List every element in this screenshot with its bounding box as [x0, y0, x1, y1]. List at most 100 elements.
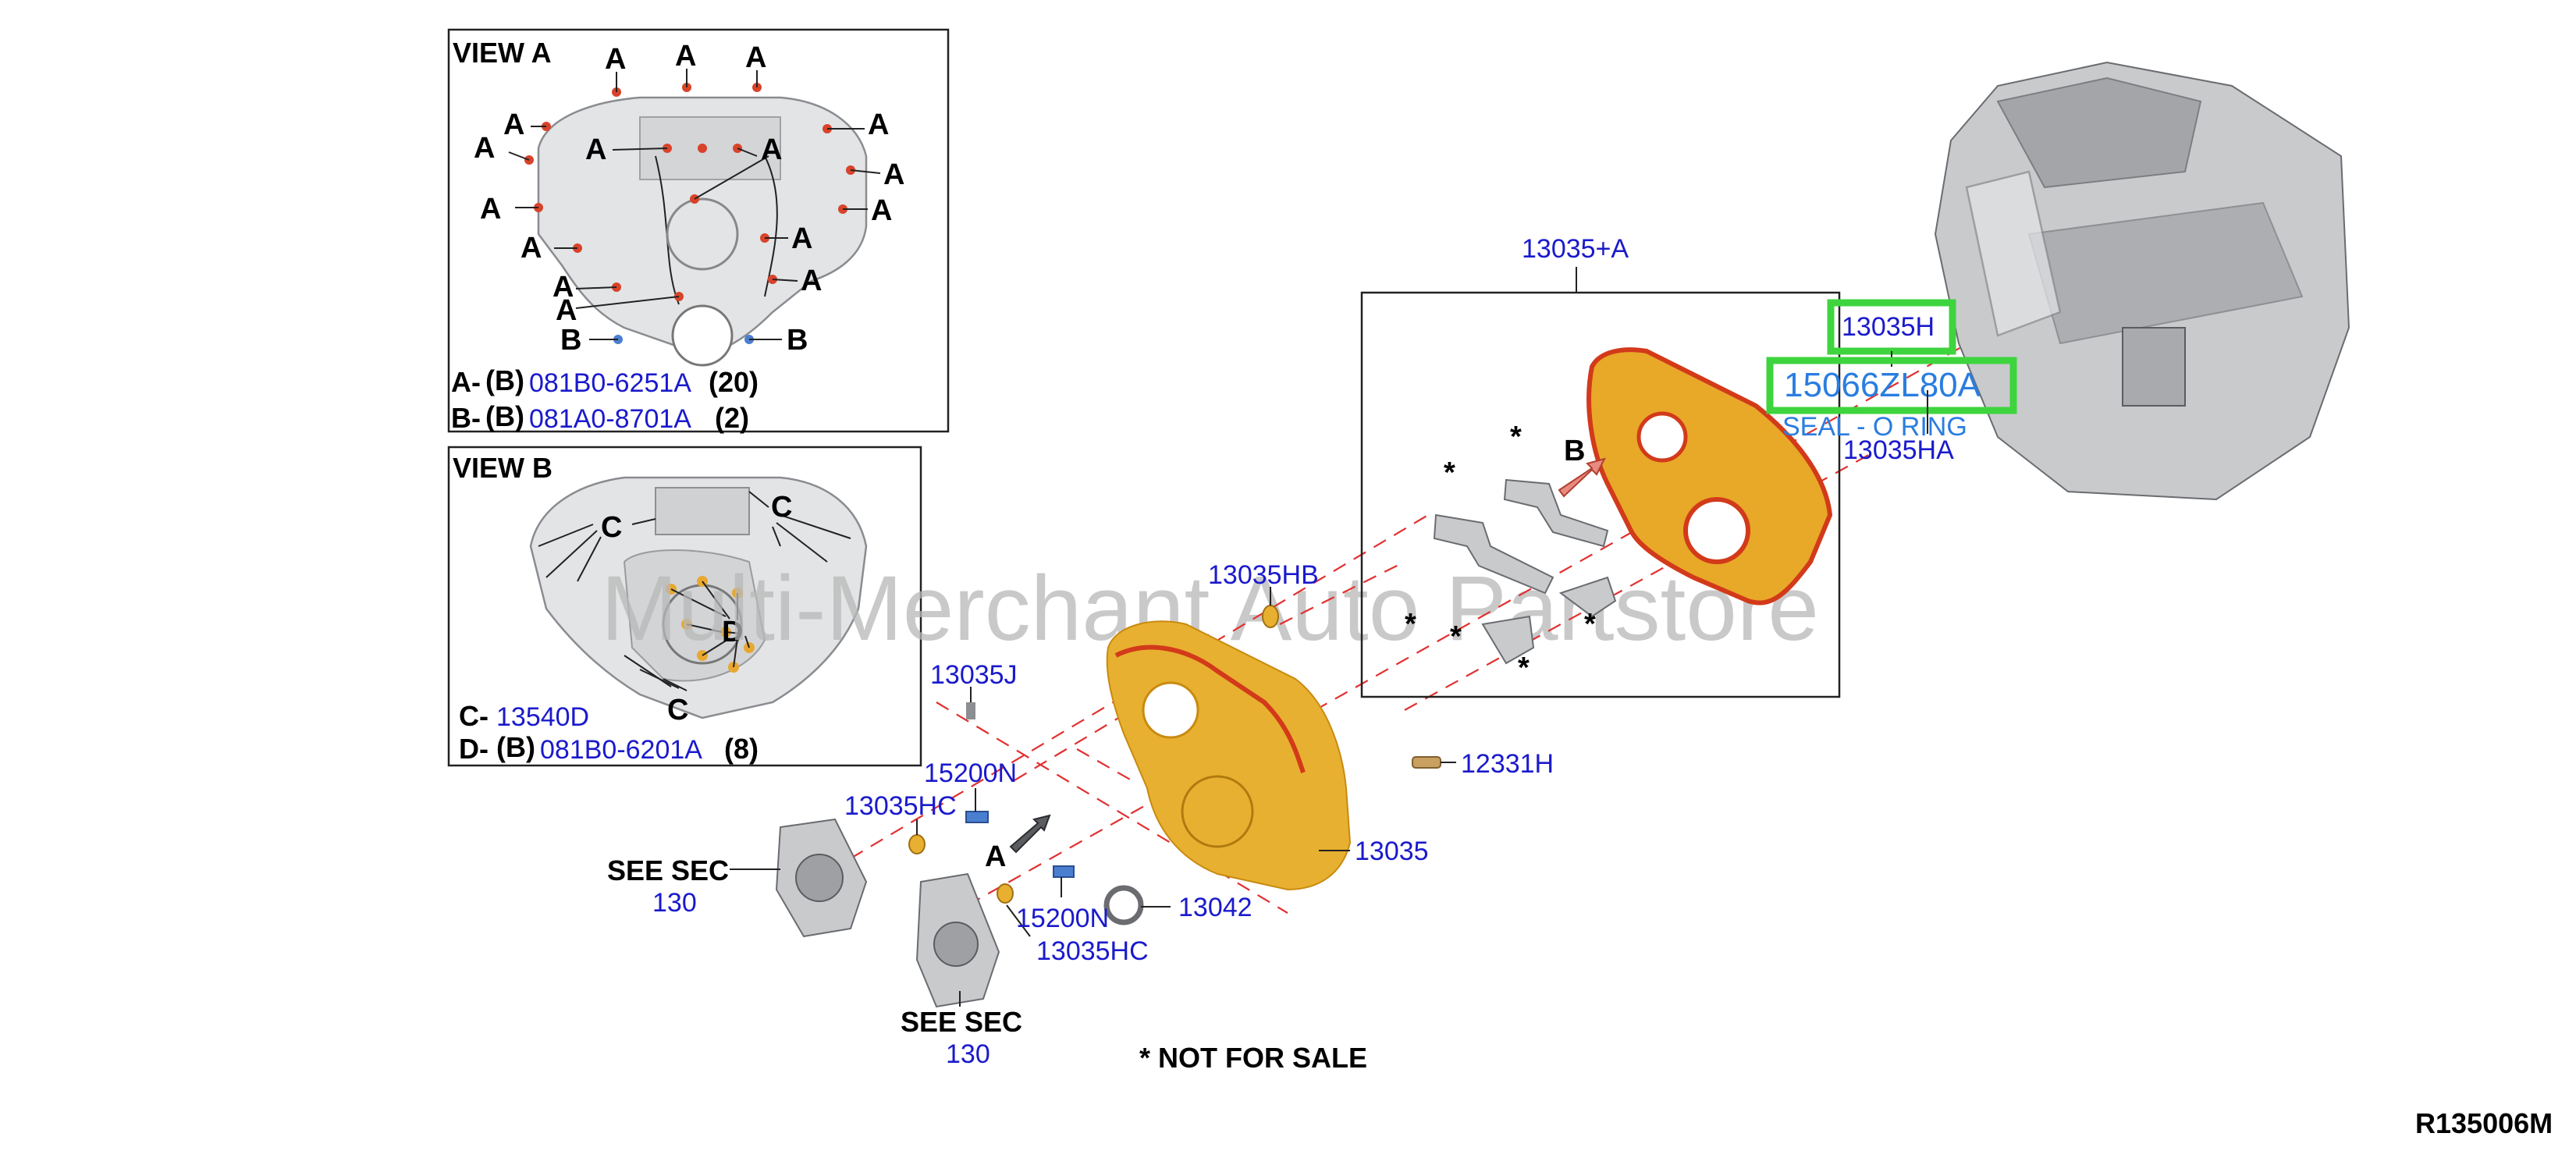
- part-link-15066zl80a[interactable]: 15066ZL80A: [1784, 366, 1981, 404]
- star-marker: *: [1444, 456, 1455, 489]
- view-a-leaders: [508, 69, 881, 340]
- legend-key: D-: [459, 733, 489, 765]
- view-a-title: VIEW A: [453, 37, 552, 69]
- part-link-13035j[interactable]: 13035J: [930, 660, 1018, 690]
- part-link-13035[interactable]: 13035: [1355, 837, 1429, 866]
- bracket-illustration: [1558, 576, 1617, 618]
- see-sec-label: SEE SEC: [901, 1006, 1022, 1038]
- callout-b: B: [787, 324, 808, 357]
- legend-tag: (B): [496, 731, 535, 763]
- part-description-seal-o-ring: SEAL - O RING: [1782, 412, 1967, 442]
- see-section-labels: SEE SEC 130 SEE SEC 130: [607, 854, 1022, 1069]
- view-b-title: VIEW B: [453, 452, 553, 484]
- callout-a: A: [985, 840, 1006, 873]
- view-a-frame: [447, 28, 950, 433]
- inset-frame: [1360, 291, 1841, 698]
- callout-a: A: [474, 132, 495, 165]
- callout-a: A: [553, 271, 574, 304]
- arrow-b-icon: [1558, 457, 1606, 498]
- section-link-130[interactable]: 130: [946, 1039, 990, 1069]
- diagram-reference-code: R135006M: [2415, 1107, 2553, 1139]
- legend-qty: (8): [724, 733, 759, 765]
- callout-a: A: [761, 133, 782, 166]
- view-a-legend: A- (B) 081B0-6251A (20) B- (B) 081A0-870…: [451, 364, 759, 434]
- view-b-panel: VIEW B C C D C C- 13540D: [447, 446, 922, 767]
- callout-a: A: [675, 40, 696, 73]
- view-b-leaders: [538, 491, 851, 691]
- plug-13035hc-illustration: [997, 883, 1014, 904]
- part-link-13035h[interactable]: 13035H: [1842, 312, 1935, 342]
- callout-c: C: [601, 511, 622, 544]
- legend-tag: (B): [485, 400, 524, 432]
- legend-key: A-: [451, 366, 481, 398]
- front-timing-cover-illustration: [1106, 620, 1352, 891]
- bracket-illustration: [1433, 513, 1554, 595]
- bracket-illustration: [1503, 478, 1609, 548]
- view-b-callout-letters: C C D C: [601, 491, 792, 726]
- legend-key: B-: [451, 402, 481, 434]
- view-b-legend: C- 13540D D- (B) 081B0-6201A (8): [459, 700, 759, 765]
- part-link-081b0-6251a[interactable]: 081B0-6251A: [529, 368, 691, 398]
- engine-block-illustration: [1934, 61, 2350, 501]
- callout-c: C: [771, 491, 792, 524]
- star-marker: *: [1405, 608, 1416, 641]
- part-link-13042[interactable]: 13042: [1178, 893, 1252, 922]
- callout-a: A: [556, 294, 577, 327]
- callout-a: A: [585, 133, 606, 166]
- callout-d: D: [722, 616, 743, 648]
- dowel-13035j-illustration: [966, 702, 975, 719]
- bracket-illustration: [1481, 615, 1535, 665]
- part-link-13035hc[interactable]: 13035HC: [844, 791, 957, 821]
- part-link-081a0-8701a[interactable]: 081A0-8701A: [529, 404, 691, 434]
- callout-a: A: [480, 193, 501, 226]
- view-b-frame: [447, 446, 922, 767]
- callout-a: A: [791, 222, 812, 255]
- not-for-sale-note: * NOT FOR SALE: [1139, 1042, 1367, 1074]
- callout-a: A: [868, 108, 889, 141]
- callout-a: A: [801, 265, 822, 297]
- inset-panel-13035-plus-a: 13035+A B * * * * * *: [1360, 234, 1841, 698]
- callout-a: A: [871, 194, 892, 227]
- legend-key: C-: [459, 700, 489, 732]
- callout-a: A: [745, 41, 766, 74]
- legend-qty: (20): [709, 366, 759, 398]
- callout-c: C: [667, 694, 688, 726]
- view-a-callout-letters: A A A A A A A A A A A A A A A A B B: [474, 40, 904, 357]
- oil-jet-15200n-illustration: [965, 811, 989, 823]
- callout-a: A: [605, 43, 626, 76]
- view-b-cover-illustration: [529, 476, 868, 719]
- part-link-15200n[interactable]: 15200N: [924, 758, 1017, 788]
- part-link-13035hc[interactable]: 13035HC: [1036, 936, 1149, 966]
- section-link-130[interactable]: 130: [652, 888, 697, 918]
- star-marker: *: [1450, 620, 1462, 653]
- star-marker: *: [1518, 652, 1530, 684]
- timing-cover-gasket-illustration: [1586, 347, 1833, 606]
- part-link-13540d[interactable]: 13540D: [496, 702, 589, 732]
- part-link-12331h[interactable]: 12331H: [1461, 749, 1554, 779]
- part-link-13035hb[interactable]: 13035HB: [1208, 560, 1319, 590]
- oil-jet-15200n-illustration: [1053, 865, 1075, 878]
- highlighted-callouts: 13035H 15066ZL80A SEAL - O RING 13035HA: [1766, 299, 2017, 465]
- part-link-15200n[interactable]: 15200N: [1016, 904, 1109, 933]
- callout-b: B: [1564, 435, 1585, 467]
- legend-tag: (B): [485, 364, 524, 396]
- plug-13035hb-illustration: [1262, 605, 1279, 628]
- view-a-panel: VIEW A: [447, 28, 950, 434]
- main-leaders: [730, 587, 1456, 1007]
- part-link-13035ha[interactable]: 13035HA: [1843, 435, 1954, 465]
- arrow-a-icon: [1009, 814, 1051, 854]
- callout-a: A: [503, 108, 524, 141]
- legend-qty: (2): [715, 402, 749, 434]
- star-marker: *: [1584, 608, 1596, 641]
- plug-13035hc-illustration: [908, 834, 926, 854]
- part-number-labels: 13035HB 13035J 15200N 13035HC 12331H A 1…: [844, 560, 1554, 966]
- highlight-15066zl80a: [1766, 357, 2017, 414]
- view-a-cover-illustration: [524, 83, 868, 367]
- callout-a: A: [883, 158, 904, 191]
- star-marker: *: [1510, 421, 1522, 453]
- part-link-081b0-6201a[interactable]: 081B0-6201A: [540, 735, 702, 765]
- see-sec-label: SEE SEC: [607, 854, 729, 886]
- bolt-12331h-illustration: [1412, 756, 1441, 769]
- part-link-13035-plus-a[interactable]: 13035+A: [1522, 234, 1629, 264]
